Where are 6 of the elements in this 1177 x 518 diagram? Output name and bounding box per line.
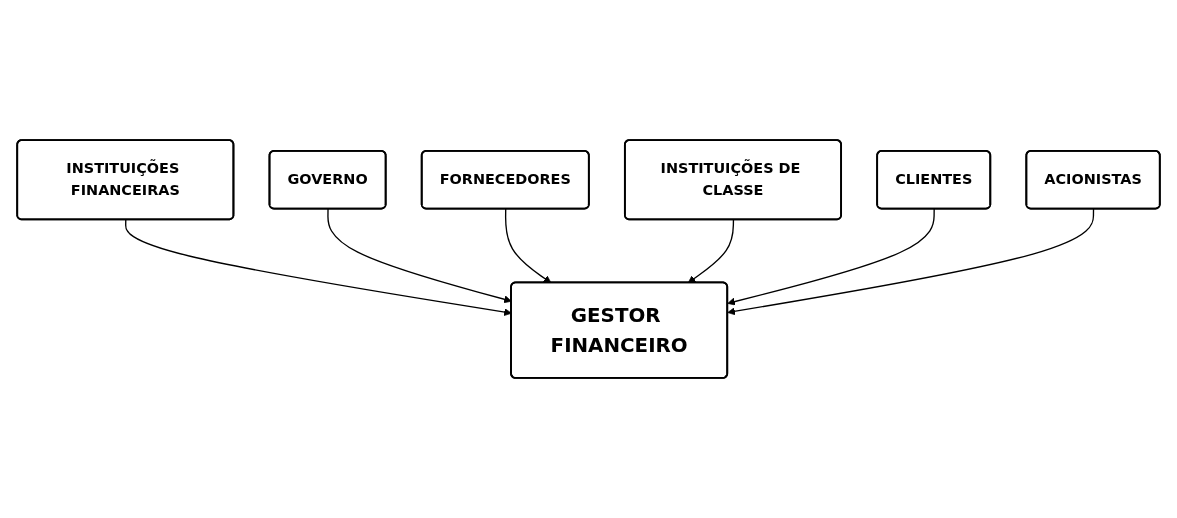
arrow bbox=[727, 208, 1095, 316]
arrow bbox=[504, 208, 552, 284]
arrow bbox=[327, 208, 512, 304]
arrow bbox=[727, 208, 935, 306]
arrow bbox=[687, 219, 735, 284]
arrow bbox=[125, 219, 512, 317]
